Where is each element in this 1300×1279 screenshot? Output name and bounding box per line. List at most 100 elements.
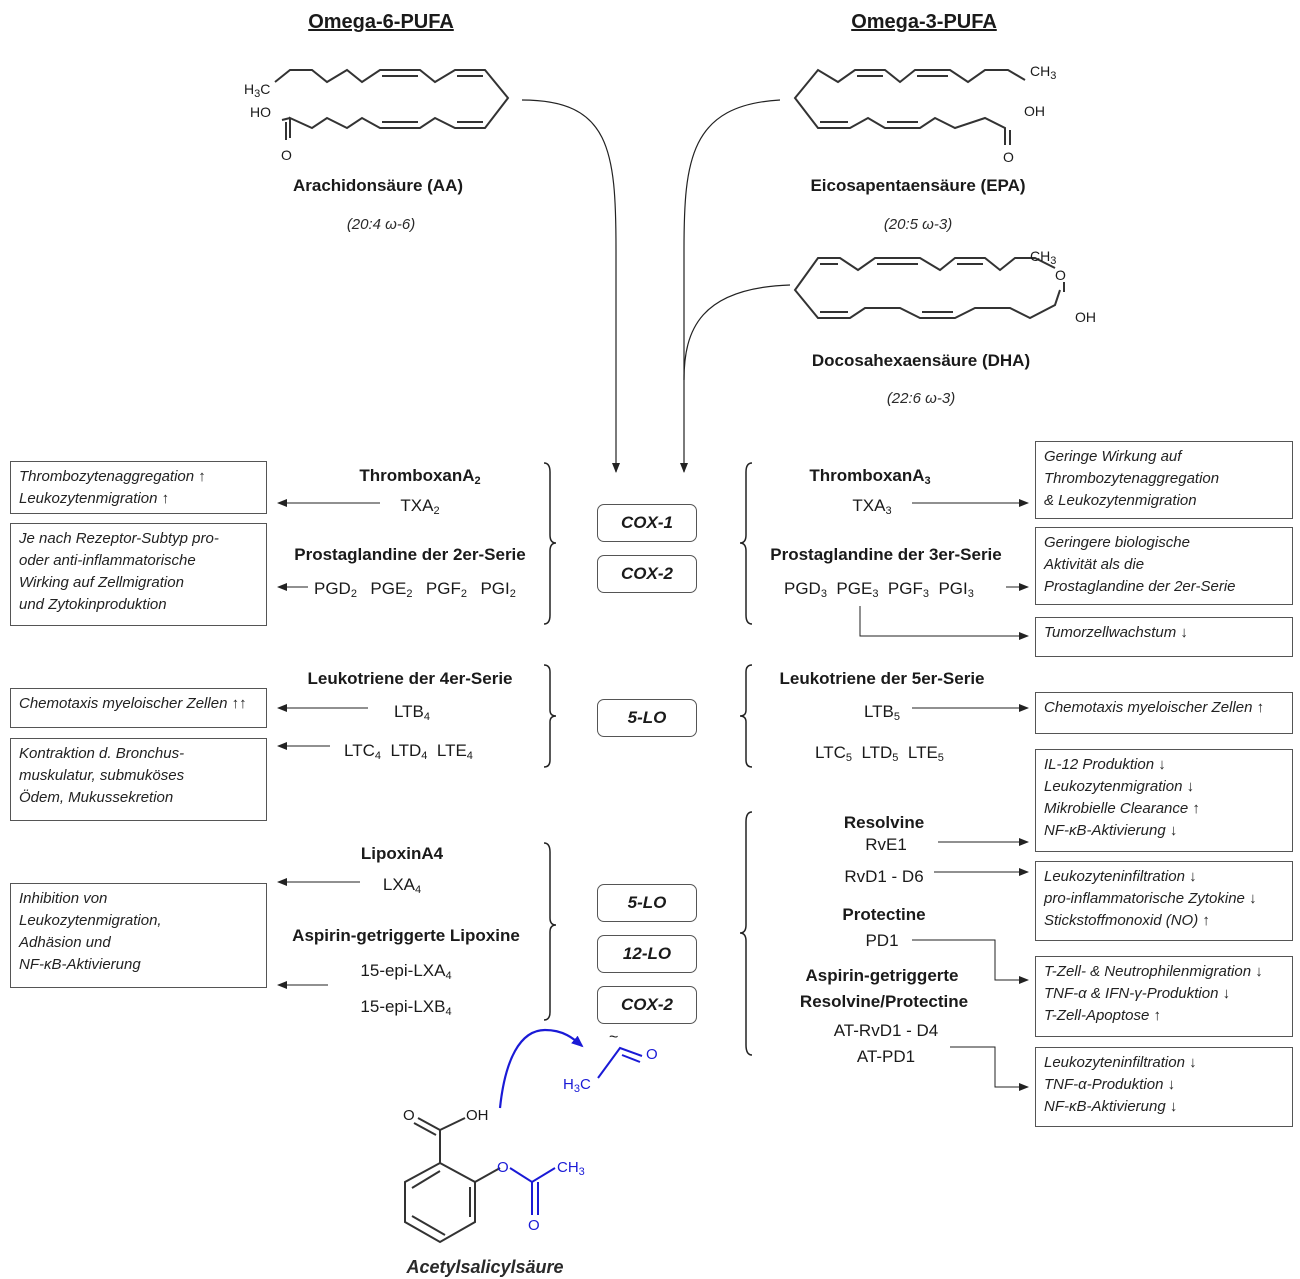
right-pg-item: PGI3	[938, 579, 974, 600]
left-ltc-item: LTD4	[390, 741, 428, 762]
effect-line: Aktivität als die	[1044, 556, 1145, 573]
right-rvd-item: RvD1 - D6	[844, 867, 924, 886]
effect-line: Leukozytenmigration ↑	[19, 490, 170, 507]
right-effect-box-6: Leukozyteninfiltration ↓ pro-inflammator…	[1035, 861, 1293, 941]
right-thromboxane-title: ThromboxanA3	[809, 466, 931, 487]
right-pg-item: PGD3	[784, 579, 827, 600]
epa-oh-label: OH	[1024, 103, 1045, 119]
effect-line: Stickstoffmonoxid (NO) ↑	[1044, 912, 1210, 929]
right-at-rvd-item: AT-RvD1 - D4	[833, 1021, 939, 1040]
right-at-title-line1: Aspirin-getriggerte	[805, 966, 959, 985]
left-ltc-item: LTE4	[436, 741, 473, 762]
enzyme-5lo-lipoxin: 5-LO	[597, 884, 697, 922]
left-ltc-item: LTC4	[344, 741, 381, 762]
asa-o-label: O	[403, 1107, 415, 1124]
left-braces	[543, 462, 557, 1021]
aspirin-structure	[404, 1117, 556, 1244]
left-effect-box-1: Thrombozytenaggregation ↑ Leukozytenmigr…	[10, 461, 267, 514]
effect-line: Ödem, Mukussekretion	[19, 789, 174, 806]
left-epi-lxb-item: 15-epi-LXB4	[360, 997, 452, 1018]
right-prostaglandin-title: Prostaglandine der 3er-Serie	[770, 545, 1002, 564]
omega6-header: Omega-6-PUFA	[308, 11, 454, 33]
left-pg-item: PGE2	[370, 579, 413, 600]
effect-line: Mikrobielle Clearance ↑	[1044, 800, 1200, 817]
omega3-header: Omega-3-PUFA	[851, 11, 997, 33]
right-ltc-items: LTC5 LTD5 LTE5	[815, 743, 944, 764]
left-effect-box-2: Je nach Rezeptor-Subtyp pro- oder anti-i…	[10, 523, 267, 626]
top-arrows	[521, 99, 791, 473]
left-effect-box-5: Inhibition von Leukozytenmigration, Adhä…	[10, 883, 267, 988]
right-effect-box-3: Tumorzellwachstum ↓	[1035, 617, 1293, 657]
aa-ch3-label: H3C	[244, 81, 271, 100]
right-effect-box-4: Chemotaxis myeloischer Zellen ↑	[1035, 692, 1293, 734]
left-pg-item: PGF2	[425, 579, 467, 600]
effect-line: TNF-α & IFN-γ-Produktion ↓	[1044, 985, 1231, 1002]
effect-line: Je nach Rezeptor-Subtyp pro-	[19, 530, 219, 547]
enzyme-12lo: 12-LO	[597, 935, 697, 973]
right-prostaglandin-items: PGD3 PGE3 PGF3 PGI3	[784, 579, 974, 600]
dha-formula: (22:6 ω-3)	[886, 390, 956, 407]
enzyme-5lo: 5-LO	[597, 699, 697, 737]
effect-line: Chemotaxis myeloischer Zellen ↑	[1044, 699, 1265, 716]
right-rve1-item: RvE1	[865, 835, 907, 854]
left-thromboxane-title: ThromboxanA2	[359, 466, 481, 487]
epa-o-label: O	[1003, 149, 1014, 165]
aspirin-acetylation-arrow	[498, 1028, 584, 1109]
effect-line: Leukozyteninfiltration ↓	[1044, 868, 1197, 885]
aa-oh-label: HO	[250, 104, 271, 120]
right-at-title-line2: Resolvine/Protectine	[799, 992, 969, 1011]
dha-oh-label: OH	[1075, 309, 1096, 325]
effect-line: und Zytokinproduktion	[19, 596, 167, 613]
effect-line: T-Zell- & Neutrophilenmigration ↓	[1044, 963, 1263, 980]
left-pg-item: PGD2	[314, 579, 357, 600]
enzyme-cox1: COX-1	[597, 504, 697, 542]
epa-structure	[793, 68, 1026, 145]
epa-formula: (20:5 ω-3)	[883, 216, 953, 233]
enzyme-cox2-acetylated: COX-2	[597, 986, 697, 1024]
left-lxa-item: LXA4	[382, 875, 422, 896]
effect-line: NF-κB-Aktivierung ↓	[1044, 822, 1178, 839]
right-ltb-item: LTB5	[863, 702, 901, 723]
effect-line: NF-κB-Aktivierung	[19, 956, 141, 973]
asa-ch3-label: CH3	[557, 1159, 585, 1178]
epa-name: Eicosapentaensäure (EPA)	[810, 176, 1026, 195]
right-pg-item: PGF3	[887, 579, 929, 600]
left-ltc-items: LTC4 LTD4 LTE4	[344, 741, 473, 762]
effect-line: Leukozytenmigration,	[19, 912, 162, 929]
effect-line: Leukozyteninfiltration ↓	[1044, 1054, 1197, 1071]
epa-ch3-label: CH3	[1030, 63, 1057, 82]
asa-name: Acetylsalicylsäure	[406, 1257, 564, 1277]
right-effect-box-5: IL-12 Produktion ↓ Leukozytenmigration ↓…	[1035, 749, 1293, 852]
effect-line: Thrombozytenaggregation ↑	[19, 468, 206, 485]
left-prostaglandin-items: PGD2 PGE2 PGF2 PGI2	[314, 579, 516, 600]
effect-line: Tumorzellwachstum ↓	[1044, 624, 1188, 641]
aa-structure	[274, 68, 510, 140]
left-arrows	[277, 499, 380, 989]
left-effect-box-4: Kontraktion d. Bronchus- muskulatur, sub…	[10, 738, 267, 821]
right-effect-box-1: Geringe Wirkung auf Thrombozytenaggregat…	[1035, 441, 1293, 519]
effect-line: Wirking auf Zellmigration	[19, 574, 184, 591]
left-aspirin-lipoxin-title: Aspirin-getriggerte Lipoxine	[292, 926, 520, 945]
left-epi-lxa-item: 15-epi-LXA4	[360, 961, 452, 982]
right-ltc-item: LTC5	[815, 743, 852, 764]
effect-line: oder anti-inflammatorische	[19, 552, 196, 569]
effect-line: TNF-α-Produktion ↓	[1044, 1076, 1176, 1093]
left-ltb-item: LTB4	[393, 702, 431, 723]
right-effect-box-7: T-Zell- & Neutrophilenmigration ↓ TNF-α …	[1035, 956, 1293, 1037]
effect-line: NF-κB-Aktivierung ↓	[1044, 1098, 1178, 1115]
effect-line: Geringere biologische	[1044, 534, 1190, 551]
effect-line: muskulatur, submuköses	[19, 767, 185, 784]
right-ltc-item: LTD5	[861, 743, 899, 764]
aa-o-label: O	[281, 147, 292, 163]
right-leukotriene-title: Leukotriene der 5er-Serie	[779, 669, 985, 688]
asa-carbonyl-o-label: O	[528, 1217, 540, 1234]
effect-line: Leukozytenmigration ↓	[1044, 778, 1195, 795]
acetyl-o-label: O	[646, 1046, 658, 1063]
aa-formula: (20:4 ω-6)	[346, 216, 416, 233]
left-pg-item: PGI2	[480, 579, 516, 600]
effect-line: T-Zell-Apoptose ↑	[1044, 1007, 1161, 1024]
left-lipoxin-title: LipoxinA4	[360, 844, 444, 863]
right-effect-box-2: Geringere biologische Aktivität als die …	[1035, 527, 1293, 605]
